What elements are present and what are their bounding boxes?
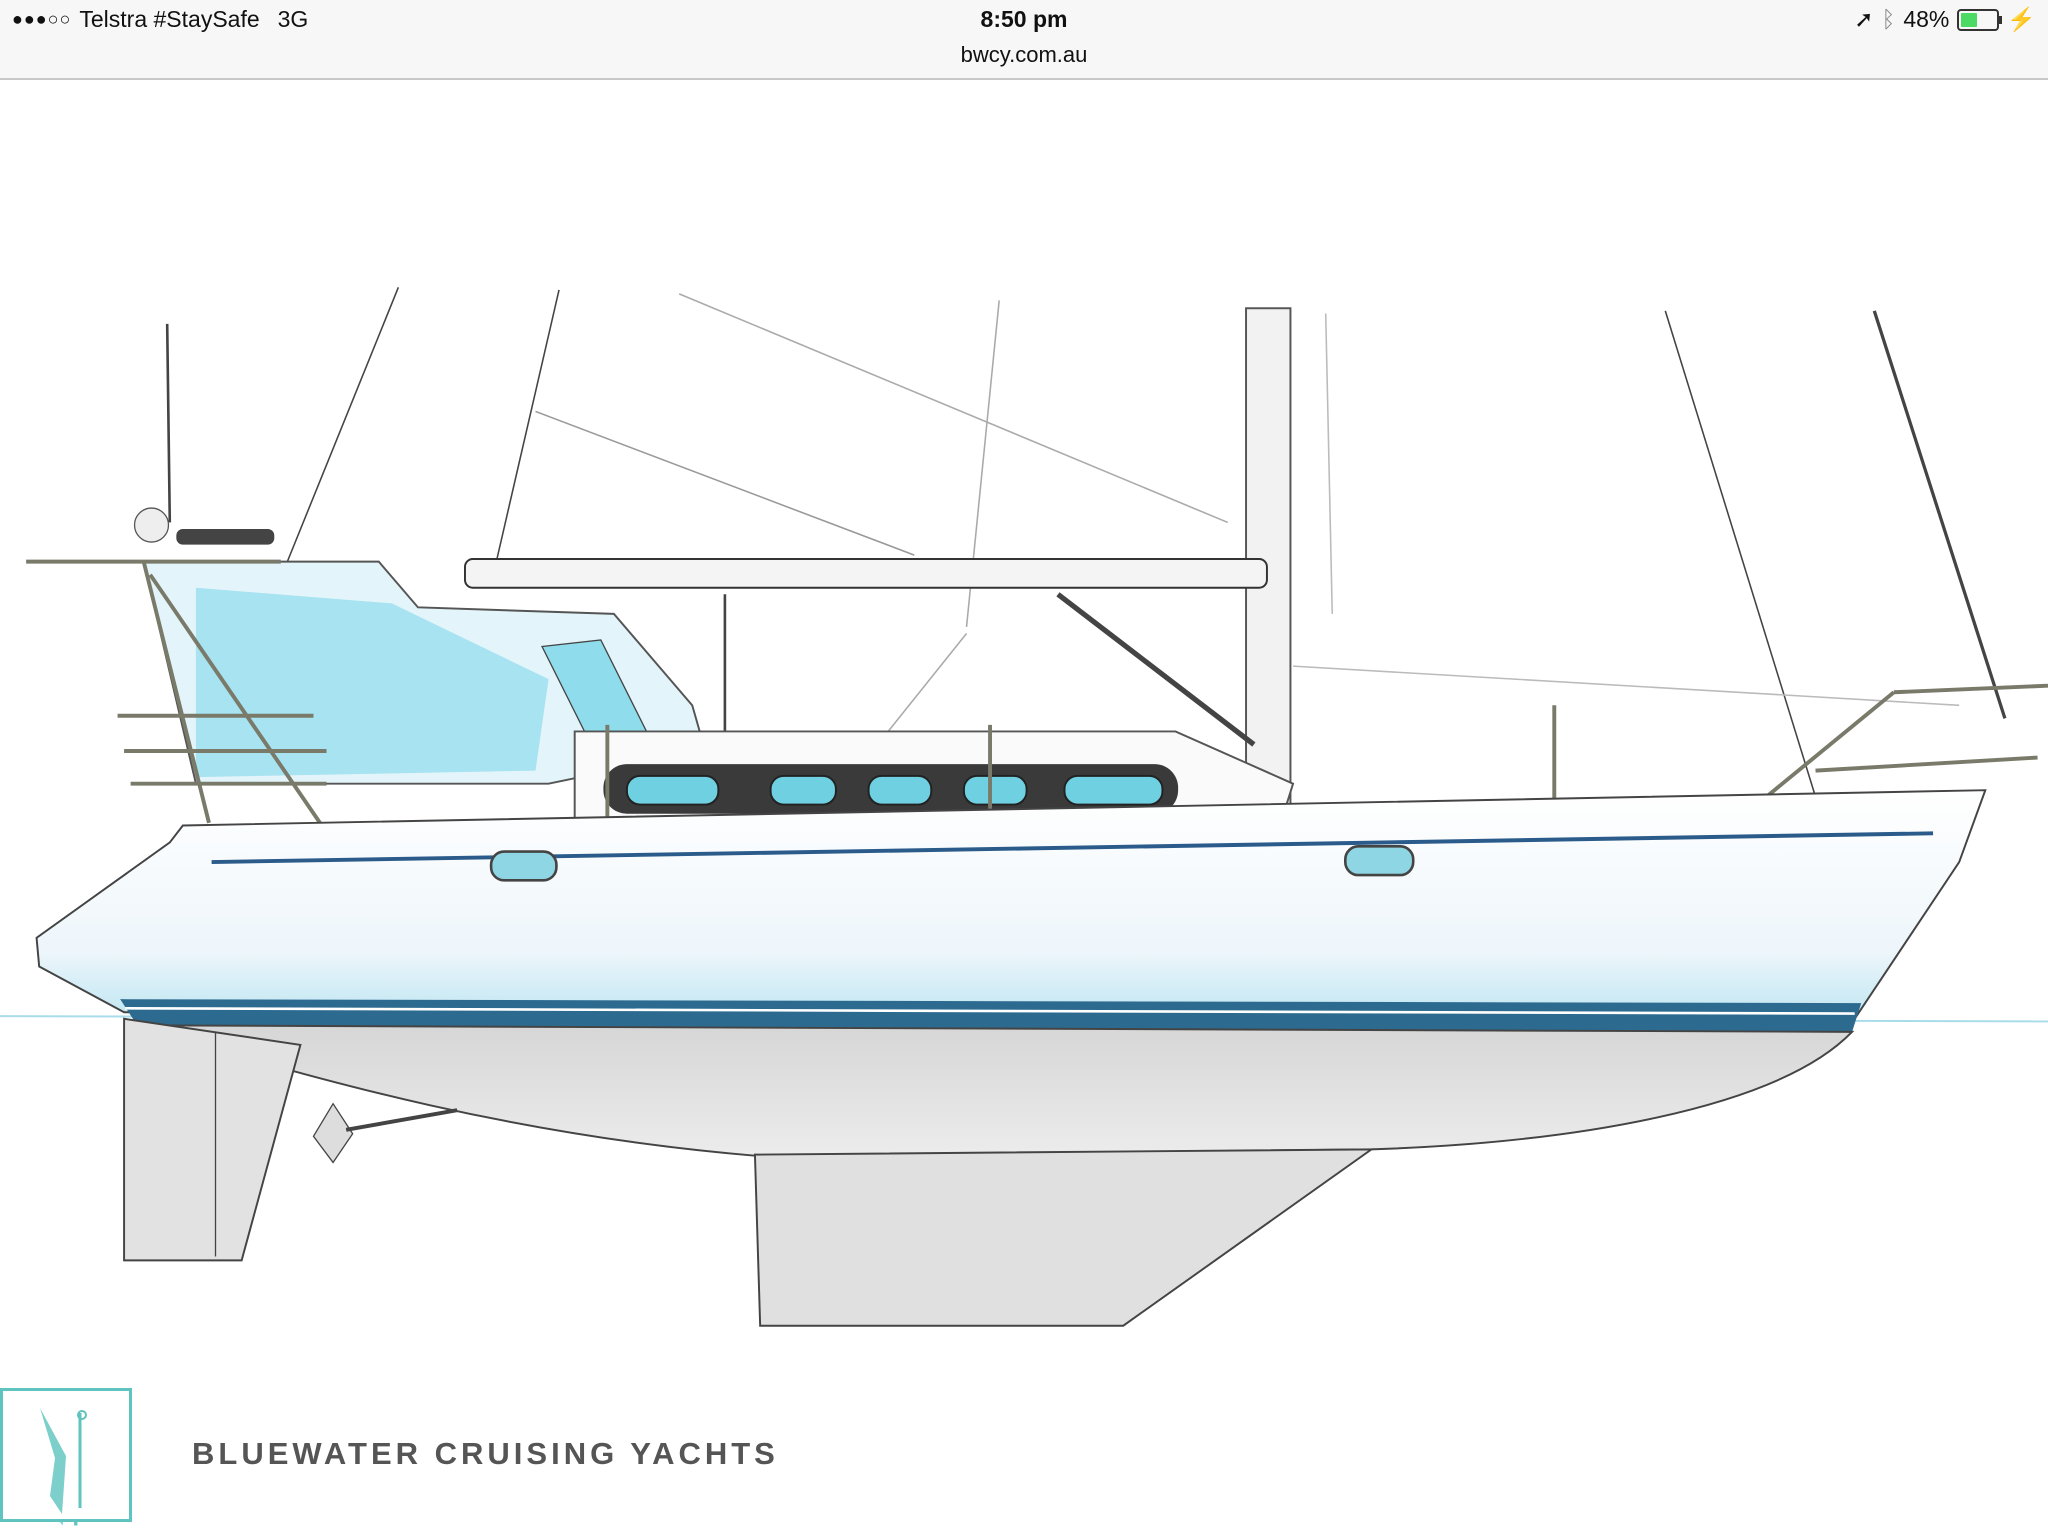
network-label: 3G — [277, 6, 309, 32]
signal-strength-icon: ●●●○○ — [12, 9, 72, 29]
charging-bolt-icon: ⚡ — [2007, 6, 2036, 32]
url-bar[interactable]: bwcy.com.au — [960, 42, 1088, 67]
hull-topsides — [35, 789, 1987, 1020]
brand-logo — [0, 1388, 132, 1522]
clock: 8:50 pm — [980, 6, 1068, 32]
status-bar: ●●●○○ Telstra #StaySafe 3G 8:50 pm bwcy.… — [0, 0, 2048, 80]
battery-icon — [1957, 8, 2003, 31]
underbody — [136, 1024, 1855, 1157]
battery-fill — [1961, 12, 1977, 27]
boot-stripe — [120, 999, 1862, 1032]
status-left: ●●●○○ Telstra #StaySafe 3G — [12, 6, 308, 33]
location-arrow-icon: ➚ — [1854, 6, 1874, 32]
propeller — [312, 1102, 354, 1164]
brand-logo-icon — [40, 1408, 87, 1514]
status-right: ➚ ᛒ 48% ⚡ — [1854, 6, 2036, 33]
rudder — [123, 1017, 302, 1262]
boom — [463, 558, 1268, 589]
rigging — [165, 287, 2007, 797]
bluetooth-icon: ᛒ — [1881, 6, 1896, 32]
battery-percent: 48% — [1903, 6, 1950, 32]
brand-name: BLUEWATER CRUISING YACHTS — [192, 1436, 779, 1471]
keel — [753, 1148, 1375, 1327]
carrier-label: Telstra #StaySafe — [79, 6, 260, 32]
